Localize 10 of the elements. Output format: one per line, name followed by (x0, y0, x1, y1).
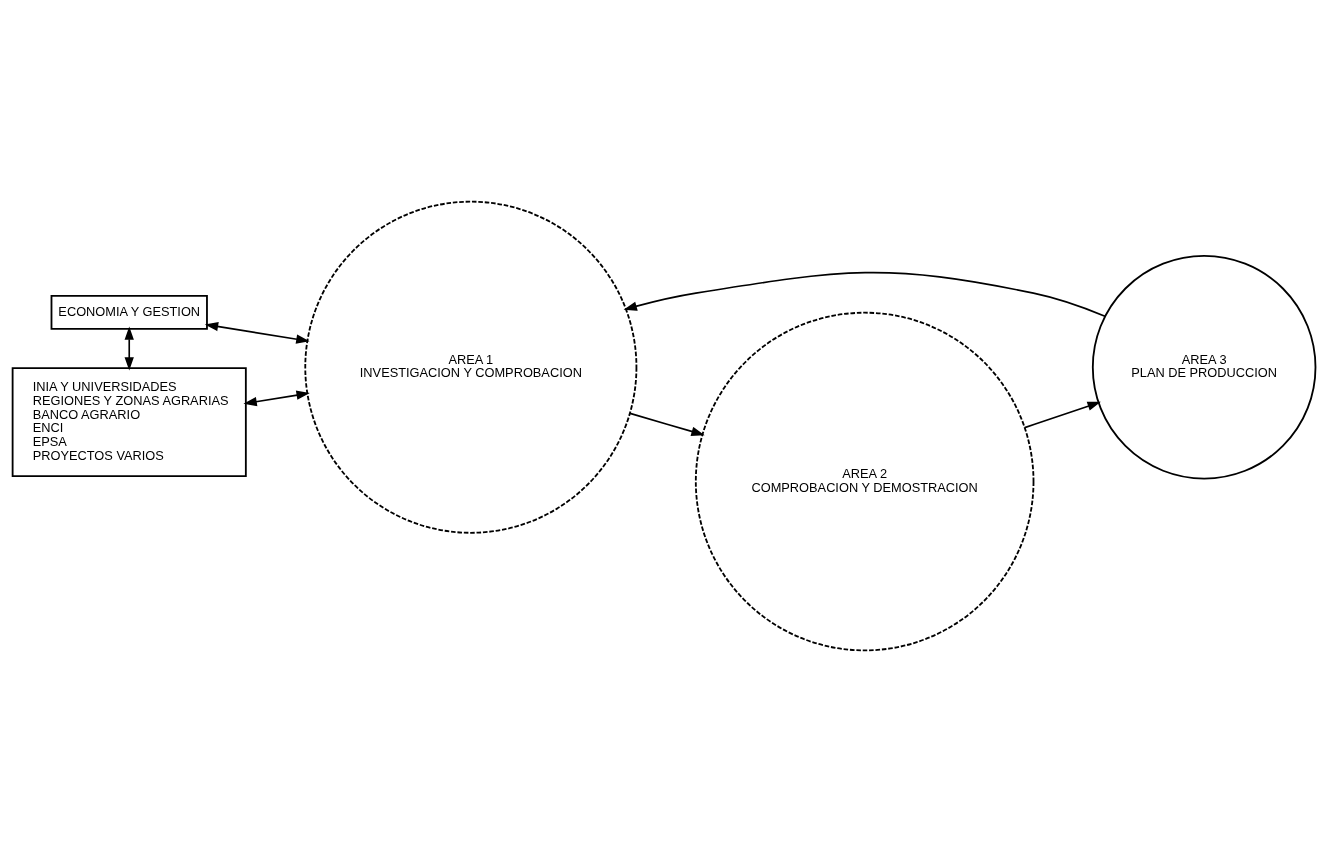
arrow (243, 390, 310, 406)
arrow (204, 321, 310, 344)
node-box: INIA Y UNIVERSIDADES REGIONES Y ZONAS AGRARIAS BANCO AGRARIO ENCI EPSA PROYECTOS VARIOS (11, 366, 247, 477)
node-circle: AREA 3 PLAN DE PRODUCCION (1091, 254, 1317, 479)
node-box: ECONOMIA Y GESTION (50, 294, 208, 330)
arrow (623, 271, 1106, 317)
node-circle: AREA 2 COMPROBACION Y DEMOSTRACION (694, 311, 1035, 651)
arrow (124, 325, 134, 371)
arrow (1023, 401, 1101, 428)
arrow (629, 412, 705, 436)
